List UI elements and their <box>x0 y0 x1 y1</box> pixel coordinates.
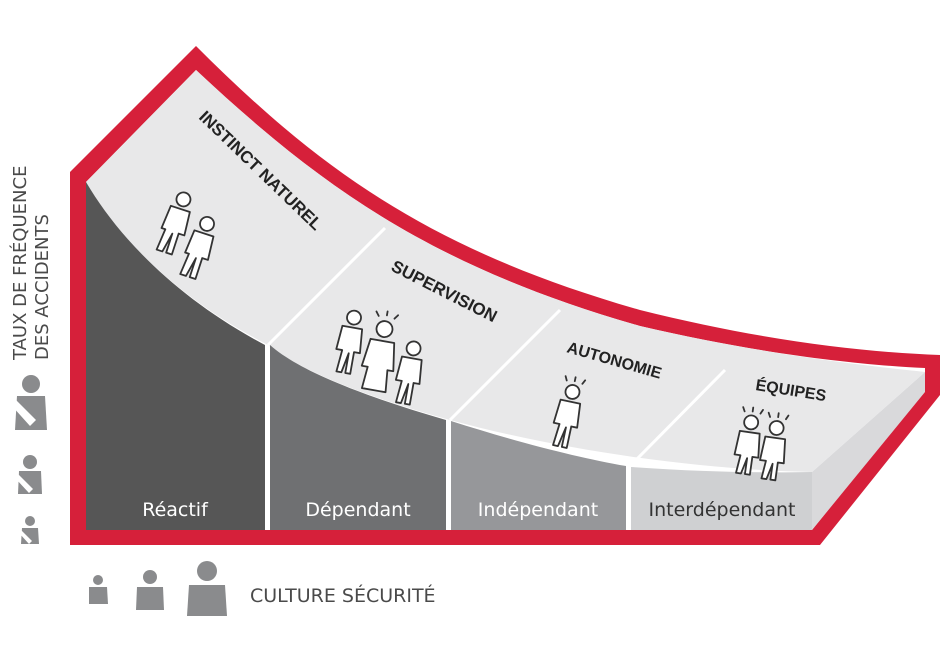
band-independant <box>451 421 626 530</box>
culture-person-icon-medium <box>136 570 164 610</box>
injured-person-icon-small <box>20 516 39 544</box>
band-separator <box>266 226 387 347</box>
injured-person-icon-medium <box>16 455 42 494</box>
team-pair-icon <box>733 406 790 482</box>
band-dependant <box>270 345 446 530</box>
culture-person-icon-small <box>89 575 108 604</box>
band-reactif <box>86 182 265 530</box>
band-separator <box>448 308 562 422</box>
injured-person-icon-large <box>12 375 47 430</box>
band-interdependant <box>631 467 812 530</box>
band-label-interdependant: Interdépendant <box>649 499 796 521</box>
curved-band <box>86 70 925 472</box>
band-side-face <box>812 372 925 530</box>
band-label-independant: Indépendant <box>478 499 598 521</box>
two-people-icon <box>155 191 215 280</box>
y-axis-label-line1: TAUX DE FRÉQUENCE <box>9 166 31 361</box>
culture-person-icon-large <box>187 561 227 616</box>
x-axis-label: CULTURE SÉCURITÉ <box>250 584 436 607</box>
y-axis-label-line2: DES ACCIDENTS <box>32 214 53 360</box>
group-with-leader-icon <box>335 309 423 406</box>
band-label-reactif: Réactif <box>142 499 209 521</box>
single-person-icon <box>552 375 587 449</box>
band-label-dependant: Dépendant <box>305 499 410 521</box>
band-separator <box>628 368 727 468</box>
